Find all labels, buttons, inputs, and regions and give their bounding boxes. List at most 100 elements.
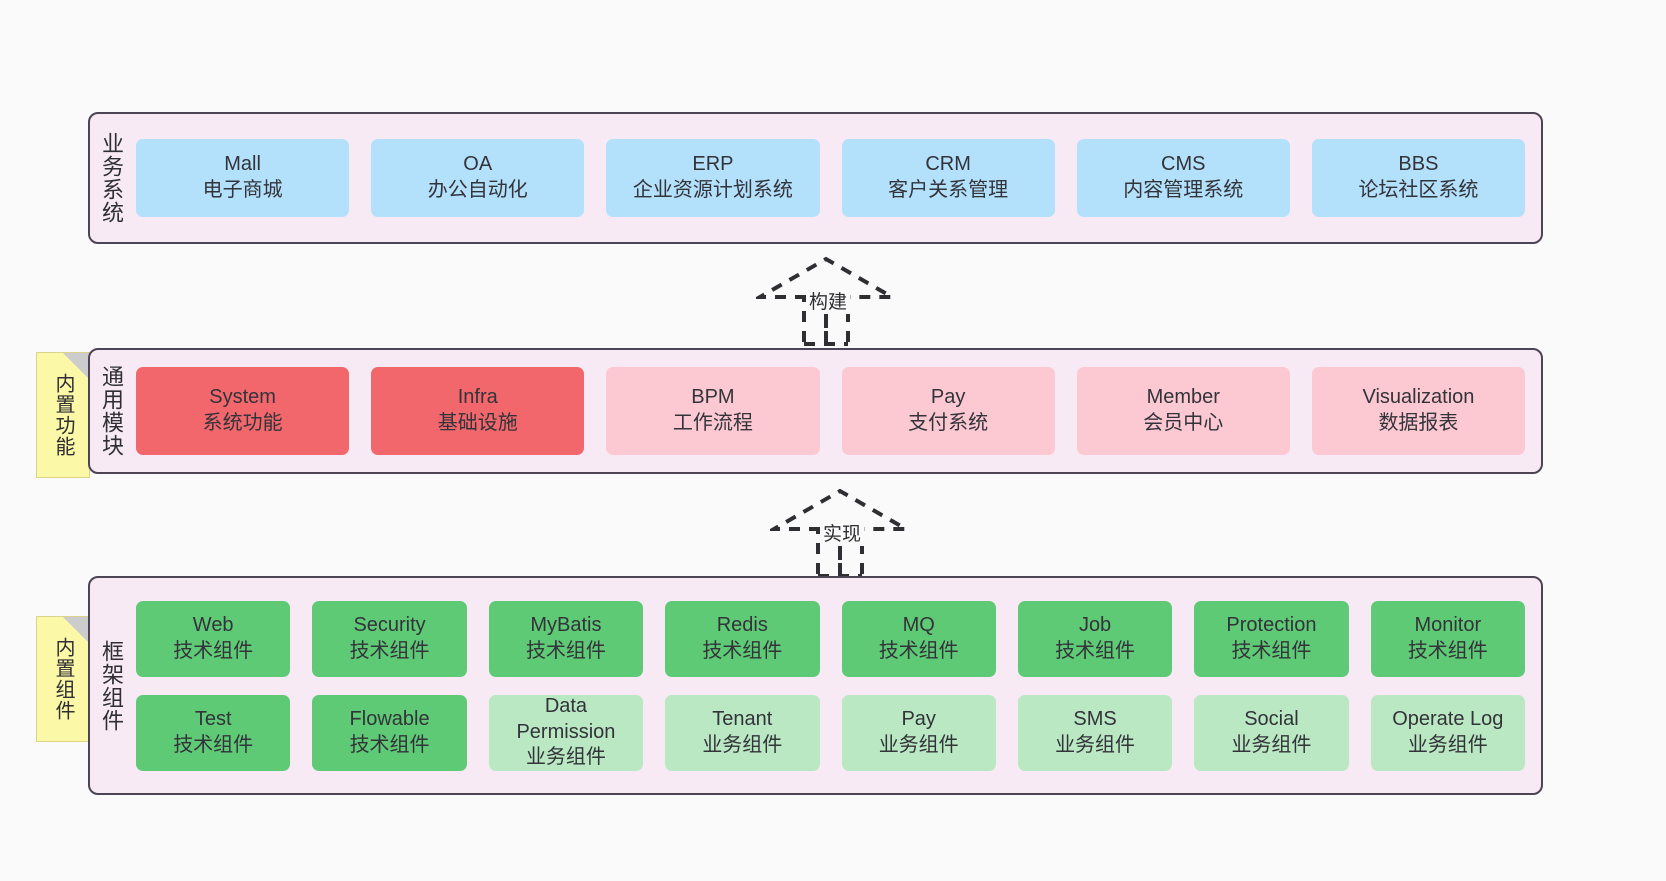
node-system[interactable]: System 系统功能 xyxy=(136,367,350,455)
layer-business-system: 业务系统 Mall 电子商城 OA 办公自动化 ERP 企业资源计划系统 CRM… xyxy=(88,112,1543,244)
node-row: Test 技术组件 Flowable 技术组件 Data Permission … xyxy=(136,694,1525,771)
node-title-en: Visualization xyxy=(1362,386,1475,409)
node-crm[interactable]: CRM 客户关系管理 xyxy=(841,139,1055,217)
layer-framework-component: 框架组件 Web 技术组件 Security 技术组件 MyBatis 技术组件… xyxy=(88,576,1543,795)
node-title-cn: 技术组件 xyxy=(1231,639,1312,662)
node-sms[interactable]: SMS 业务组件 xyxy=(1017,694,1173,771)
node-title-en: Mall xyxy=(224,153,261,176)
node-title-cn: 论坛社区系统 xyxy=(1358,179,1479,201)
node-title-cn: 企业资源计划系统 xyxy=(632,179,793,201)
node-title-en: BPM xyxy=(691,386,735,409)
layer-common-module: 通用模块 System 系统功能 Infra 基础设施 BPM 工作流程 Pay… xyxy=(88,348,1543,474)
node-tenant[interactable]: Tenant 业务组件 xyxy=(665,694,820,771)
node-title-cn: 技术组件 xyxy=(525,639,606,662)
node-row: System 系统功能 Infra 基础设施 BPM 工作流程 Pay 支付系统… xyxy=(136,367,1526,455)
node-title-en: BBS xyxy=(1398,153,1439,176)
node-title-en: Flowable xyxy=(349,707,430,730)
node-data-permission[interactable]: Data Permission 业务组件 xyxy=(488,694,644,771)
node-title-cn: 电子商城 xyxy=(202,179,283,201)
node-title-cn: 系统功能 xyxy=(202,412,283,434)
node-title-cn: 业务组件 xyxy=(878,733,959,756)
node-title-en: Data Permission xyxy=(516,695,616,743)
node-pay-component[interactable]: Pay 业务组件 xyxy=(841,694,996,771)
layer-body-business-system: Mall 电子商城 OA 办公自动化 ERP 企业资源计划系统 CRM 客户关系… xyxy=(132,114,1541,242)
node-row: Mall 电子商城 OA 办公自动化 ERP 企业资源计划系统 CRM 客户关系… xyxy=(136,139,1526,217)
node-title-en: Security xyxy=(353,613,426,636)
node-title-cn: 客户关系管理 xyxy=(888,179,1009,201)
node-social[interactable]: Social 业务组件 xyxy=(1194,694,1349,771)
node-mall[interactable]: Mall 电子商城 xyxy=(136,139,350,217)
layer-body-common-module: System 系统功能 Infra 基础设施 BPM 工作流程 Pay 支付系统… xyxy=(132,350,1541,472)
node-redis[interactable]: Redis 技术组件 xyxy=(665,600,820,677)
node-title-en: Pay xyxy=(930,386,966,409)
node-protection[interactable]: Protection 技术组件 xyxy=(1194,600,1349,677)
node-title-en: Operate Log xyxy=(1392,707,1504,730)
node-title-cn: 基础设施 xyxy=(437,412,518,434)
note-builtin-component: 内置组件 xyxy=(36,616,90,742)
node-infra[interactable]: Infra 基础设施 xyxy=(371,367,585,455)
layer-title-business-system: 业务系统 xyxy=(98,132,124,224)
node-title-en: Tenant xyxy=(712,707,773,730)
node-title-en: ERP xyxy=(692,153,734,176)
node-visualization[interactable]: Visualization 数据报表 xyxy=(1311,367,1526,455)
node-title-cn: 支付系统 xyxy=(908,412,989,434)
node-title-cn: 会员中心 xyxy=(1143,412,1224,434)
folded-corner-icon xyxy=(63,353,89,379)
folded-corner-icon xyxy=(63,617,89,643)
node-title-en: Pay xyxy=(901,707,936,730)
node-monitor[interactable]: Monitor 技术组件 xyxy=(1370,600,1525,677)
node-title-en: CRM xyxy=(925,153,971,176)
node-operate-log[interactable]: Operate Log 业务组件 xyxy=(1370,694,1525,771)
node-title-cn: 技术组件 xyxy=(173,733,254,756)
node-cms[interactable]: CMS 内容管理系统 xyxy=(1076,139,1290,217)
node-title-cn: 内容管理系统 xyxy=(1123,179,1244,201)
connector-label-implement: 实现 xyxy=(820,519,865,546)
node-title-cn: 数据报表 xyxy=(1378,412,1459,434)
layer-title-framework-component: 框架组件 xyxy=(98,639,124,732)
node-title-cn: 业务组件 xyxy=(525,746,606,769)
node-title-cn: 业务组件 xyxy=(1407,733,1488,756)
node-title-en: Web xyxy=(192,613,234,636)
layer-title-common-module: 通用模块 xyxy=(98,365,124,457)
node-title-en: Social xyxy=(1244,707,1299,730)
node-test[interactable]: Test 技术组件 xyxy=(136,694,291,771)
node-title-en: MyBatis xyxy=(530,613,602,636)
note-label: 内置组件 xyxy=(52,637,74,721)
node-flowable[interactable]: Flowable 技术组件 xyxy=(312,694,467,771)
node-web[interactable]: Web 技术组件 xyxy=(136,600,291,677)
node-title-cn: 工作流程 xyxy=(672,412,753,434)
layer-body-framework-component: Web 技术组件 Security 技术组件 MyBatis 技术组件 Redi… xyxy=(132,578,1541,793)
node-title-cn: 技术组件 xyxy=(702,639,783,662)
node-title-cn: 技术组件 xyxy=(349,639,430,662)
node-title-cn: 办公自动化 xyxy=(427,179,528,201)
node-title-en: MQ xyxy=(902,613,935,636)
node-title-cn: 技术组件 xyxy=(1407,639,1488,662)
node-title-en: Infra xyxy=(457,386,498,409)
node-member[interactable]: Member 会员中心 xyxy=(1076,367,1290,455)
node-title-cn: 业务组件 xyxy=(1055,733,1136,756)
node-oa[interactable]: OA 办公自动化 xyxy=(371,139,585,217)
node-title-cn: 技术组件 xyxy=(349,733,430,756)
node-title-en: Monitor xyxy=(1414,613,1482,636)
node-erp[interactable]: ERP 企业资源计划系统 xyxy=(606,139,820,217)
node-row: Web 技术组件 Security 技术组件 MyBatis 技术组件 Redi… xyxy=(136,600,1525,677)
note-builtin-function: 内置功能 xyxy=(36,352,90,478)
node-bbs[interactable]: BBS 论坛社区系统 xyxy=(1311,139,1526,217)
connector-build: 构建 xyxy=(752,255,900,351)
node-title-en: Job xyxy=(1078,613,1112,636)
node-security[interactable]: Security 技术组件 xyxy=(312,600,467,677)
node-title-en: CMS xyxy=(1161,153,1206,176)
node-title-cn: 技术组件 xyxy=(878,639,959,662)
connector-label-build: 构建 xyxy=(806,287,851,314)
node-pay[interactable]: Pay 支付系统 xyxy=(841,367,1055,455)
node-title-cn: 技术组件 xyxy=(1055,639,1136,662)
node-title-en: Member xyxy=(1146,386,1220,409)
node-mq[interactable]: MQ 技术组件 xyxy=(841,600,996,677)
node-title-cn: 业务组件 xyxy=(1231,733,1312,756)
node-title-en: Redis xyxy=(716,613,768,636)
node-bpm[interactable]: BPM 工作流程 xyxy=(606,367,820,455)
node-title-en: Test xyxy=(194,707,232,730)
node-mybatis[interactable]: MyBatis 技术组件 xyxy=(488,600,644,677)
node-title-en: OA xyxy=(463,153,493,176)
node-job[interactable]: Job 技术组件 xyxy=(1017,600,1173,677)
